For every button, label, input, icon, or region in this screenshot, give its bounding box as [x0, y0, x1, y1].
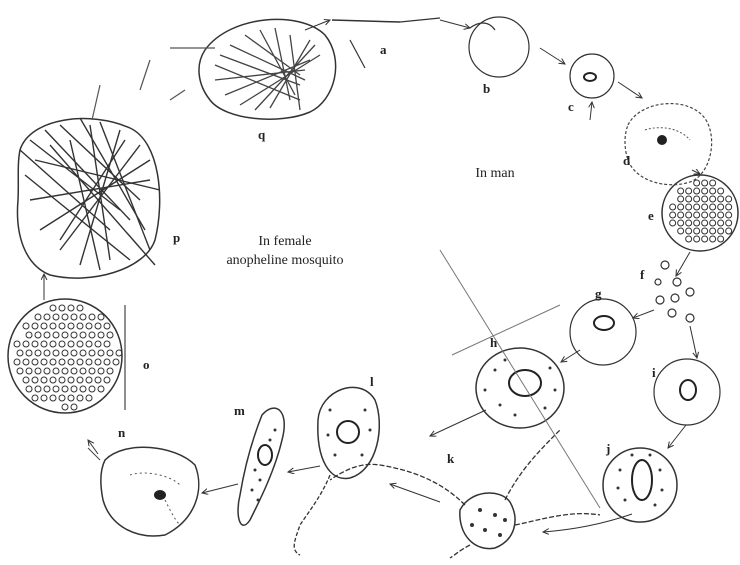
stage-label-e: e [648, 209, 654, 222]
stage-label-j: j [606, 442, 610, 455]
connector-line-2 [452, 305, 560, 355]
arrow-g-h [561, 350, 580, 362]
arrow-f-i [690, 326, 697, 358]
stage-o-oocyst [8, 299, 125, 413]
stage-label-l: l [370, 375, 374, 388]
stage-b-cell [469, 17, 529, 77]
stage-c-cell [570, 54, 614, 98]
arrow-a-b [440, 20, 470, 28]
stage-k-exflagellation [330, 430, 600, 558]
region-label-in-mosquito-line2: anopheline mosquito [195, 251, 375, 270]
stage-m-ookinete [238, 408, 284, 525]
stage-label-k: k [447, 452, 454, 465]
arrow-i-j [668, 425, 686, 448]
arrow-n-o [88, 440, 98, 454]
region-label-in-man-text: In man [475, 166, 514, 181]
region-label-in-mosquito: In female anopheline mosquito [195, 232, 375, 270]
stage-label-o: o [143, 358, 150, 371]
stage-label-d: d [623, 154, 630, 167]
stage-label-p: p [173, 231, 180, 244]
stage-label-a: a [380, 43, 387, 56]
cycle-arrows [44, 20, 700, 532]
arrow-f-g [633, 310, 654, 318]
arrow-k-l [390, 484, 440, 502]
arrow-l-m [288, 466, 320, 472]
stage-p-ruptured-oocyst [17, 60, 185, 278]
region-label-in-mosquito-line1: In female [195, 232, 375, 251]
stage-label-c: c [568, 100, 574, 113]
stage-d-cell [625, 104, 712, 185]
stage-e-schizont [662, 175, 738, 251]
arrow-m-n [202, 484, 238, 493]
stage-label-i: i [652, 366, 656, 379]
stage-h-cell [476, 348, 564, 428]
arrow-b-c [540, 48, 565, 64]
stage-g-cell [570, 299, 636, 365]
stage-i-cell [654, 359, 720, 425]
stage-j-gametocyte [603, 448, 677, 522]
stage-l-cell [294, 387, 379, 555]
arrow-c-d [618, 82, 642, 98]
stage-q-oocyst-sporozoites [170, 19, 336, 119]
arrow-c-up [590, 102, 592, 120]
region-label-in-man: In man [430, 164, 560, 183]
stage-label-n: n [118, 426, 125, 439]
stage-label-q: q [258, 128, 265, 141]
connector-line-1 [440, 250, 600, 508]
arrow-h-l [430, 410, 486, 436]
stage-label-b: b [483, 82, 490, 95]
stage-label-f: f [640, 268, 644, 281]
stage-label-g: g [595, 287, 602, 300]
arrow-e-f [676, 252, 690, 276]
stage-label-h: h [490, 336, 497, 349]
stage-f-merozoites [655, 261, 694, 322]
stage-label-m: m [234, 404, 245, 417]
arrow-d-e [692, 170, 700, 174]
stage-n-cell [88, 447, 199, 536]
